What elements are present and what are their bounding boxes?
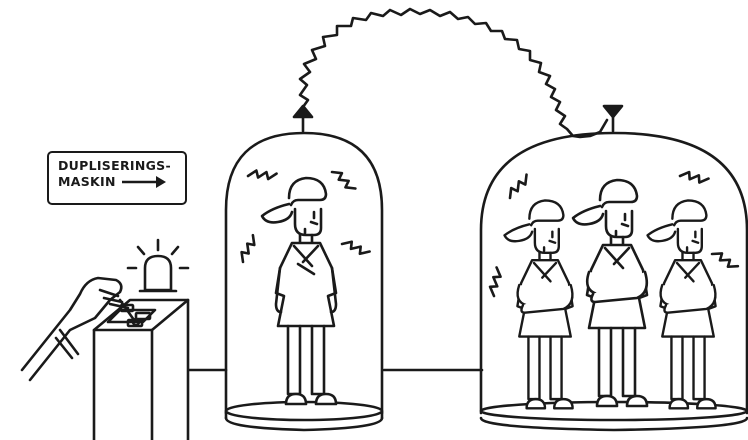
- sign-line-2: MASKIN: [58, 174, 116, 190]
- alarm-light-icon: [128, 240, 188, 291]
- clone-left: [505, 200, 573, 408]
- transfer-zigzag-arc: [300, 9, 607, 137]
- right-arrow-icon: [122, 176, 166, 188]
- original-person: [262, 178, 336, 404]
- clone-center: [573, 180, 647, 406]
- duplication-machine: [94, 300, 188, 440]
- up-arrow-icon: [294, 106, 312, 131]
- sign-line-1: DUPLISERINGS-: [58, 158, 185, 174]
- clone-right: [648, 200, 716, 408]
- down-arrow-icon: [604, 106, 622, 131]
- machine-label-sign: DUPLISERINGS- MASKIN: [47, 151, 187, 205]
